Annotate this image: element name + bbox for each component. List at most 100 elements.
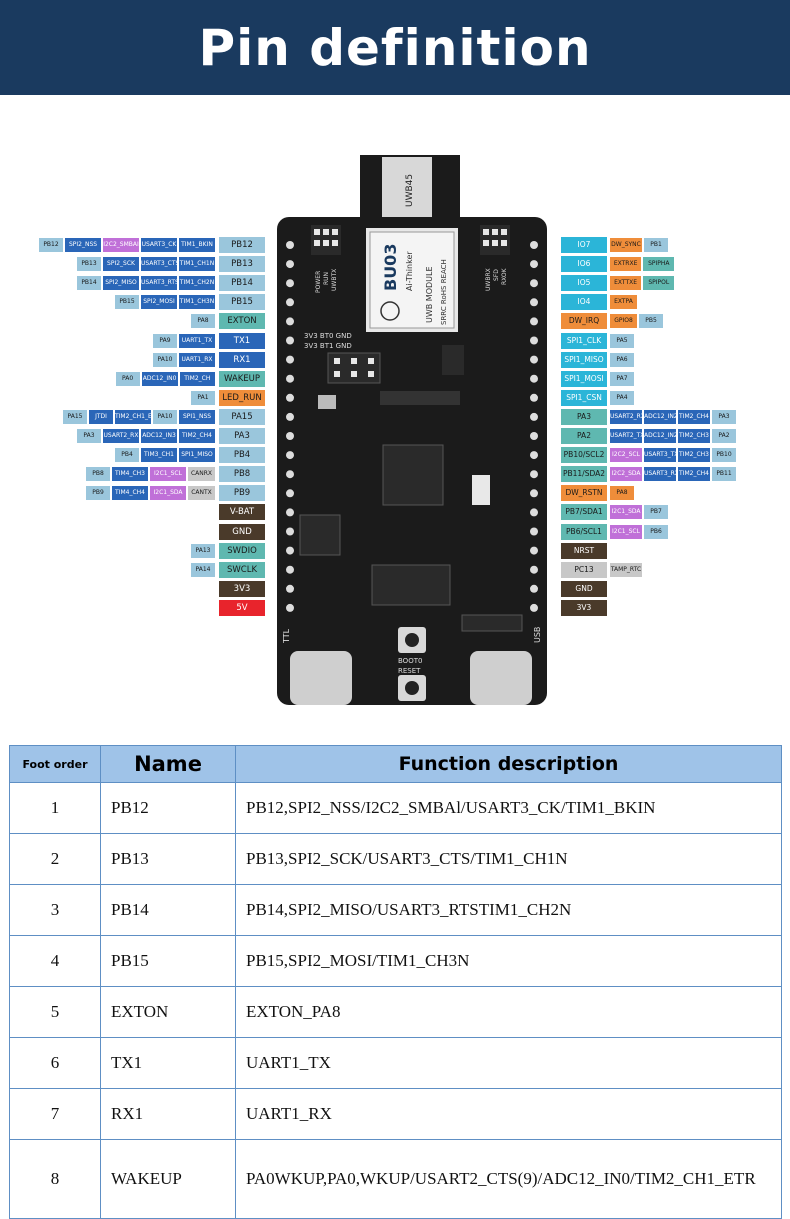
boot-header [327, 352, 381, 384]
left-func-usart3-ck: USART3_CK [141, 238, 177, 252]
usb-c-port-usb[interactable] [470, 651, 532, 705]
jumper-label-power: POWER [315, 271, 322, 293]
left-func-pb12: PB12 [39, 238, 63, 252]
left-pin-exton: EXTON [219, 313, 265, 330]
board-diagram: UWB45 BU03 Ai-Thinker UWB MODULE SRRC Ro… [277, 155, 547, 705]
cell-name: EXTON [100, 986, 236, 1038]
right-pin-pa2: PA2 [561, 428, 607, 444]
shield-label: UWB45 [405, 174, 415, 207]
left-func-i2c2-smbai: I2C2_SMBAI [103, 238, 139, 252]
left-func-pa10: PA10 [153, 352, 177, 367]
left-func-tim1-ch1n: TIM1_CH1N [179, 257, 215, 272]
left-pin-pb9: PB9 [219, 485, 265, 502]
left-pin-wakeup: WAKEUP [219, 370, 265, 387]
right-pin-pa3: PA3 [561, 408, 607, 425]
right-func-pb6: PB6 [644, 524, 668, 539]
left-func-tim1-ch2n: TIM1_CH2N [179, 276, 215, 291]
header-hole [530, 584, 538, 593]
right-func-tim2-ch3: TIM2_CH3 [678, 448, 710, 463]
right-func-tim2-ch4: TIM2_CH4 [678, 467, 710, 482]
cell-name: TX1 [100, 1037, 236, 1089]
left-func-spi2-miso: SPI2_MISO [103, 276, 139, 291]
right-pin-pb7-sda1: PB7/SDA1 [561, 504, 607, 521]
reset-button-cap [405, 681, 419, 695]
jumper-block-left [311, 225, 341, 255]
boot-label: BOOT0 [398, 657, 422, 665]
shield-window [382, 157, 432, 217]
left-func-tim1-ch3n: TIM1_CH3N [179, 295, 215, 310]
chip-name: BU03 [381, 244, 400, 291]
cell-order: 8 [9, 1139, 101, 1219]
right-func-i2c1-scl: I2C1_SCL [610, 524, 642, 539]
left-func-uart1-tx: UART1_TX [179, 333, 215, 348]
header-hole [530, 317, 538, 326]
left-pin-pb12: PB12 [219, 237, 265, 253]
left-header-holes [286, 241, 294, 612]
header-hole [530, 546, 538, 555]
table-row: 5 EXTON EXTON_PA8 [9, 986, 782, 1038]
header-hole [530, 527, 538, 536]
right-func-pb11: PB11 [712, 467, 736, 482]
right-func-exttxe: EXTTXE [610, 276, 642, 291]
ldo-chip [299, 514, 341, 556]
usb-c-port-ttl[interactable] [290, 651, 352, 705]
right-func-tim2-ch3: TIM2_CH3 [678, 429, 710, 443]
crystal [380, 391, 460, 405]
col-header-foot-order: Foot order [9, 745, 101, 783]
right-func-pa3: PA3 [712, 409, 736, 424]
right-func-tim2-ch4: TIM2_CH4 [678, 409, 710, 424]
header-hole [530, 508, 538, 517]
left-func-canrx: CANRX [188, 467, 215, 482]
right-func-gpio8: GPIO8 [610, 314, 637, 329]
right-pin-nrst: NRST [561, 542, 607, 559]
header-hole [286, 260, 294, 269]
left-func-tim3-ch1: TIM3_CH1 [141, 448, 177, 463]
left-func-pb4: PB4 [115, 448, 139, 463]
left-pin-gnd: GND [219, 523, 265, 540]
header-hole [286, 393, 294, 402]
header-hole [286, 470, 294, 479]
left-pin-pb8: PB8 [219, 466, 265, 483]
header-hole [286, 279, 294, 288]
left-pin-pb14: PB14 [219, 275, 265, 292]
right-pin-pb10-scl2: PB10/SCL2 [561, 447, 607, 464]
left-pin-pa15: PA15 [219, 408, 265, 425]
right-func-usart2-rx: USART2_RX [610, 409, 642, 424]
header-hole [530, 565, 538, 574]
left-func-pb15: PB15 [115, 295, 139, 310]
jumper-block-right [480, 225, 510, 255]
cell-order: 1 [9, 782, 101, 834]
right-pin-spi1-csn: SPI1_CSN [561, 389, 607, 406]
left-func-tim4-ch4: TIM4_CH4 [112, 486, 148, 501]
right-pin-pb6-scl1: PB6/SCL1 [561, 523, 607, 540]
table-row: 3 PB14 PB14,SPI2_MISO/USART3_RTSTIM1_CH2… [9, 884, 782, 936]
right-pin-pb11-sda2: PB11/SDA2 [561, 466, 607, 483]
cell-order: 7 [9, 1088, 101, 1140]
crystal-small [472, 475, 490, 505]
regulator-chip [442, 345, 464, 375]
ai-logo-icon [380, 301, 400, 321]
right-func-pa7: PA7 [610, 371, 634, 386]
right-func-spipol: SPIPOL [643, 276, 675, 291]
table-row: 4 PB15 PB15,SPI2_MOSI/TIM1_CH3N [9, 935, 782, 987]
cell-name: PB15 [100, 935, 236, 987]
header-hole [286, 527, 294, 536]
cell-order: 6 [9, 1037, 101, 1089]
uwb-module-can [369, 231, 455, 329]
header-hole [286, 565, 294, 574]
header-hole [530, 355, 538, 364]
left-func-spi2-mosi: SPI2_MOSI [141, 295, 177, 310]
right-pin-spi1-clk: SPI1_CLK [561, 332, 607, 349]
jumper-label-run: RUN [323, 272, 330, 285]
header-hole [530, 336, 538, 345]
header-hole [286, 451, 294, 460]
ttl-label: TTL [282, 628, 291, 644]
right-header-holes [530, 241, 538, 612]
jumper-label-uwbrx: UWBRX [485, 268, 492, 291]
cell-name: PB14 [100, 884, 236, 936]
header-hole [530, 393, 538, 402]
header-hole [286, 584, 294, 593]
cell-name: PB13 [100, 833, 236, 885]
left-func-pa9: PA9 [153, 333, 177, 348]
boot-pin [334, 371, 340, 377]
